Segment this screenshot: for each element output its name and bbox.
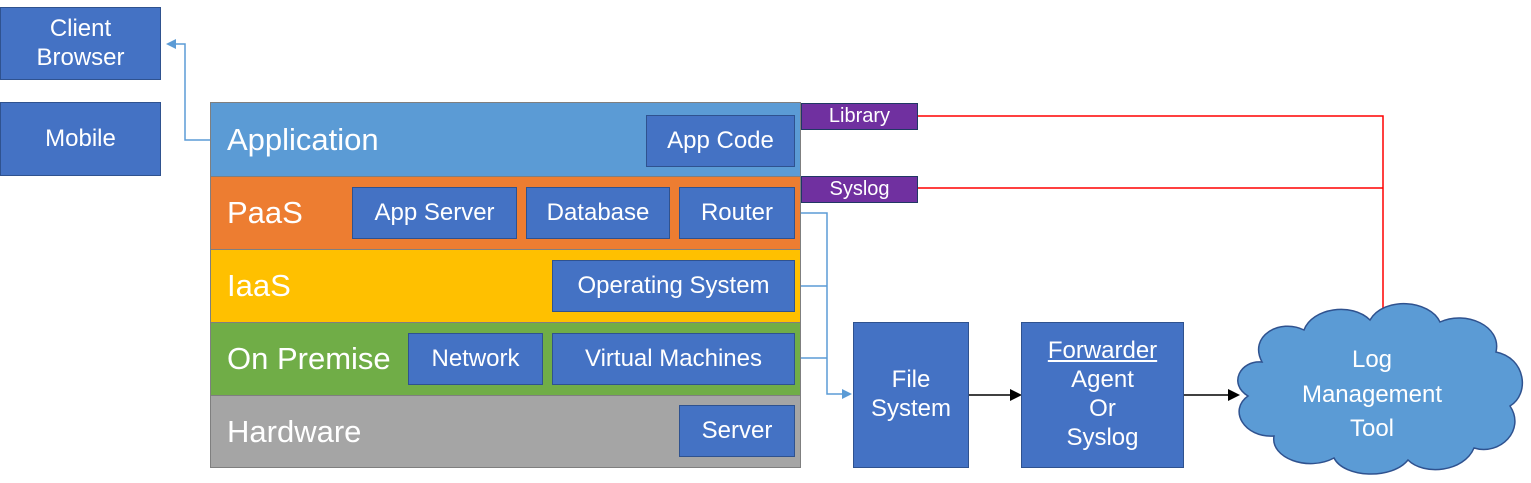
router-to-filesystem-line xyxy=(795,212,852,399)
log-management-tool: Log Management Tool xyxy=(1262,330,1482,460)
tag-library: Library xyxy=(801,103,918,130)
component-router: Router xyxy=(679,187,795,239)
mobile-box: Mobile xyxy=(0,102,161,176)
forwarder-title: Forwarder xyxy=(1047,337,1158,365)
client-browser-box: Client Browser xyxy=(0,7,161,80)
library-to-logtool-arrow xyxy=(918,115,1389,330)
component-server: Server xyxy=(679,405,795,457)
client-browser-label: Client Browser xyxy=(36,14,125,71)
forwarder-line2: Or xyxy=(1089,395,1116,422)
log-management-tool-label: Log Management Tool xyxy=(1301,345,1443,443)
layer-iaas-label: IaaS xyxy=(227,268,291,303)
file-system-label: File System xyxy=(871,366,952,422)
forwarder-line3: Syslog xyxy=(1066,423,1139,451)
component-app-server: App Server xyxy=(352,187,517,239)
layer-hardware-label: Hardware xyxy=(227,413,362,449)
component-app-code: App Code xyxy=(646,115,795,167)
component-network: Network xyxy=(408,333,543,385)
forwarder-line1: Agent xyxy=(1071,366,1134,394)
layer-paas-label: PaaS xyxy=(227,195,303,230)
file-system-box: File System xyxy=(853,322,969,468)
layer-on-premise-label: On Premise xyxy=(227,341,391,376)
forwarder-box: Forwarder Agent Or Syslog xyxy=(1021,322,1184,468)
component-operating-system: Operating System xyxy=(552,260,795,312)
component-virtual-machines: Virtual Machines xyxy=(552,333,795,385)
mobile-label: Mobile xyxy=(45,124,116,152)
component-database: Database xyxy=(526,187,670,239)
app-to-browser-arrow xyxy=(166,39,210,141)
layer-application-label: Application xyxy=(227,121,379,157)
tag-syslog: Syslog xyxy=(801,176,918,203)
